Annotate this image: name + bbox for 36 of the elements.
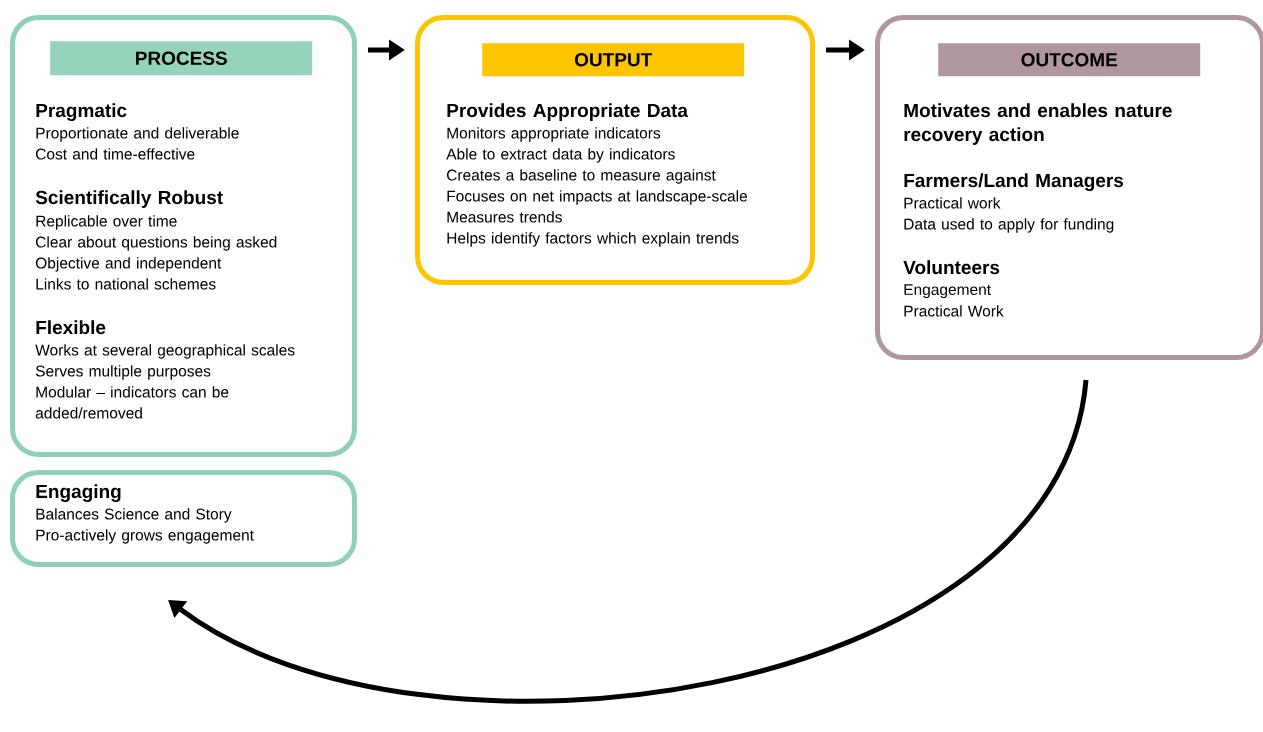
text-line: Data used to apply for funding: [904, 218, 1114, 233]
text-line: Monitors appropriate indicators: [447, 127, 661, 142]
text-line: Focuses on net impacts at landscape-scale: [447, 190, 747, 205]
heading: Engaging: [36, 484, 121, 502]
text-line: Proportionate and deliverable: [36, 127, 239, 142]
heading: Motivates and enables nature recovery action: [904, 103, 1172, 145]
text-line: Creates a baseline to measure against: [447, 169, 716, 184]
text-line: Helps identify factors which explain trends: [447, 232, 739, 247]
text-line: Objective and independent: [35, 257, 222, 272]
heading: Farmers/Land Managers: [904, 173, 1124, 191]
text-line: Works at several geographical scales: [35, 344, 295, 359]
text-line: Able to extract data by indicators: [446, 148, 675, 163]
text-line: Replicable over time: [36, 215, 177, 230]
text-line: Measures trends: [447, 211, 562, 223]
text-line: Clear about questions being asked: [36, 236, 277, 251]
heading-band: OUTPUT: [482, 43, 745, 77]
heading: Flexible: [36, 320, 106, 335]
heading: Provides Appropriate Data: [447, 103, 689, 121]
text-line: Links to national schemes: [36, 278, 216, 290]
panel-box: [10, 470, 357, 567]
panel-box: [10, 15, 357, 457]
heading-band: PROCESS: [50, 41, 313, 76]
text-line: Pro-actively grows engagement: [36, 529, 254, 544]
text-line: Serves multiple purposes: [35, 365, 211, 380]
heading-band: OUTCOME: [938, 43, 1201, 77]
text-line: Modular – indicators can be added/removed: [35, 386, 229, 419]
text-line: Practical Work: [904, 305, 1004, 317]
text-line: Cost and time-effective: [36, 148, 195, 160]
text-line: Practical work: [904, 197, 1001, 209]
panel-box: [415, 15, 815, 285]
heading: Scientifically Robust: [35, 190, 223, 208]
panel-box: [875, 15, 1263, 360]
heading: Pragmatic: [36, 103, 127, 121]
text-line: Balances Science and Story: [36, 508, 232, 523]
heading: Volunteers: [903, 260, 1000, 275]
text-line: Engagement: [904, 284, 991, 299]
